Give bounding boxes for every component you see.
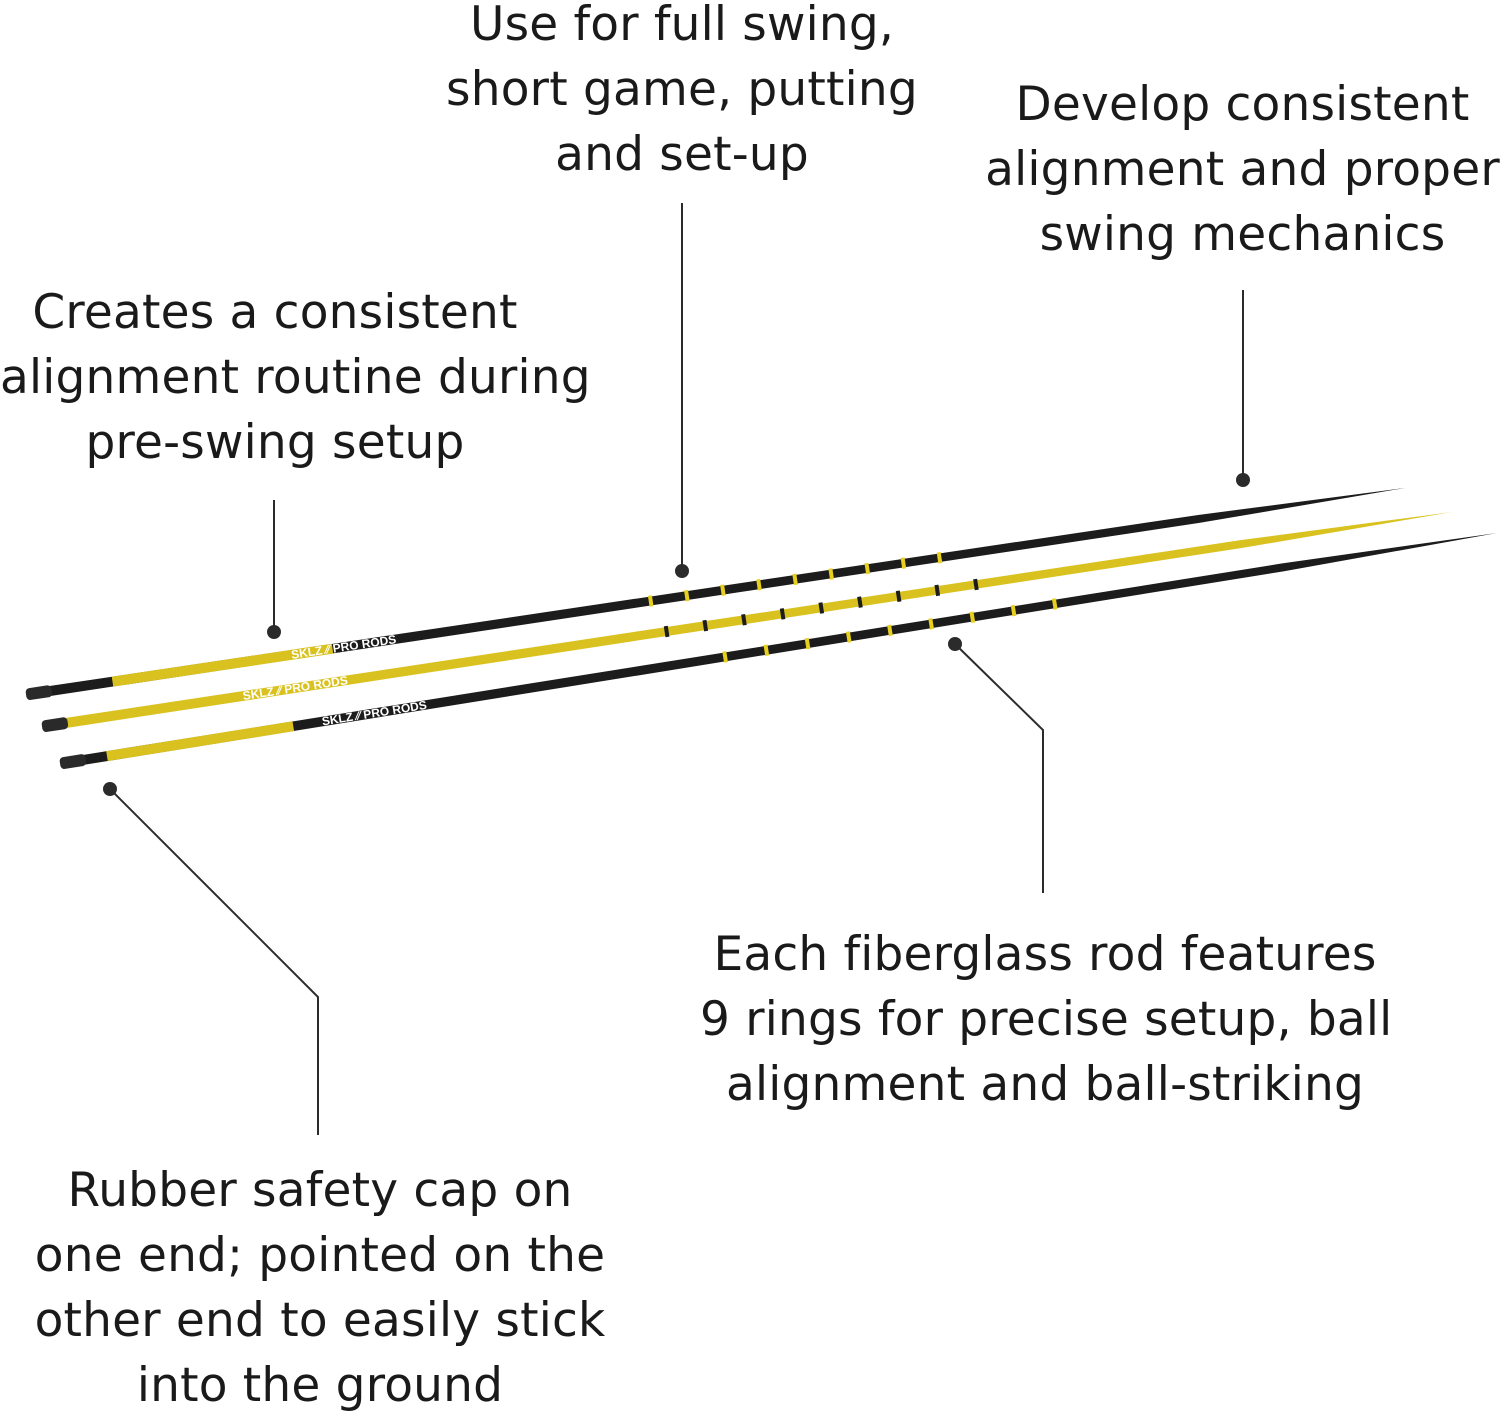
- rod-middle-body-group: SKLZ ∕∕ PRO RODS: [41, 512, 1452, 732]
- leader-cap: [103, 782, 319, 1135]
- rod-ring: [969, 611, 976, 623]
- rod-ring: [763, 644, 770, 657]
- rod-top-shaft: [29, 487, 1406, 699]
- rod-top-sleeve: [111, 643, 334, 687]
- leader-usage: [675, 203, 689, 578]
- rod-ring: [792, 573, 798, 586]
- callout-creates: Creates a consistent alignment routine d…: [0, 280, 591, 475]
- rod-ring: [900, 557, 907, 569]
- safety-cap-icon: [25, 685, 53, 700]
- rod-ring: [779, 608, 786, 620]
- callout-develop-line-2: alignment and proper: [985, 142, 1500, 197]
- safety-cap-icon: [59, 754, 87, 769]
- callout-develop-line-3: swing mechanics: [1039, 207, 1446, 262]
- callout-creates-line-3: pre-swing setup: [85, 415, 465, 470]
- callout-usage-line-2: short game, putting: [446, 62, 918, 117]
- rod-ring: [928, 618, 934, 630]
- rod-bottom-brand: SKLZ ∕∕ PRO RODS: [321, 698, 428, 729]
- rod-top: SKLZ ∕∕ PRO RODS: [25, 487, 1406, 700]
- callout-cap-line-2: one end; pointed on the: [34, 1228, 606, 1283]
- leader-creates-dot: [267, 625, 281, 639]
- leader-lines: [103, 203, 1250, 1135]
- rod-ring: [702, 619, 709, 632]
- callout-rings-line-1: Each fiberglass rod features: [713, 927, 1377, 982]
- callout-cap: Rubber safety cap on one end; pointed on…: [30, 1158, 610, 1418]
- rod-bottom-sleeve: [106, 721, 295, 762]
- callout-usage-line-3: and set-up: [555, 127, 809, 182]
- callout-usage-line-1: Use for full swing,: [469, 0, 895, 52]
- rod-ring: [720, 584, 726, 596]
- rod-ring: [1051, 598, 1058, 610]
- callout-rings: Each fiberglass rod features 9 rings for…: [700, 922, 1393, 1117]
- rod-ring: [934, 584, 941, 597]
- leader-creates: [267, 500, 281, 639]
- leader-cap-dot: [103, 782, 117, 796]
- rod-top-body-group: SKLZ ∕∕ PRO RODS: [25, 487, 1406, 700]
- rod-ring: [1010, 604, 1017, 617]
- callout-rings-line-2: 9 rings for precise setup, ball: [700, 992, 1393, 1047]
- rod-ring: [828, 568, 834, 580]
- rod-ring: [663, 625, 670, 638]
- rod-bottom-shaft: [63, 533, 1497, 768]
- callout-cap-line-1: Rubber safety cap on: [67, 1163, 573, 1218]
- callout-creates-line-2: alignment routine during: [0, 350, 591, 405]
- leader-develop-dot: [1236, 473, 1250, 487]
- rod-middle-brand: SKLZ ∕∕ PRO RODS: [242, 673, 349, 703]
- rod-ring: [845, 631, 852, 643]
- rod-ring: [741, 614, 747, 626]
- rod-ring: [864, 562, 871, 575]
- leader-rings: [948, 637, 1044, 893]
- callout-cap-line-3: other end to easily stick: [34, 1293, 606, 1348]
- leader-rings-dot: [948, 637, 962, 651]
- rod-ring: [857, 596, 863, 608]
- callout-creates-line-1: Creates a consistent: [32, 285, 518, 340]
- callout-rings-line-3: alignment and ball-striking: [725, 1057, 1365, 1112]
- callout-cap-line-4: into the ground: [136, 1358, 504, 1413]
- rod-ring: [887, 624, 893, 637]
- leader-rings-line: [954, 643, 1044, 893]
- rod-top-brand: SKLZ ∕∕ PRO RODS: [290, 632, 397, 662]
- rod-ring: [973, 578, 979, 591]
- rod-ring: [936, 552, 943, 564]
- safety-cap-icon: [41, 717, 69, 732]
- rod-ring: [818, 602, 825, 614]
- rod-middle: SKLZ ∕∕ PRO RODS: [41, 512, 1452, 732]
- leader-cap-line: [109, 788, 319, 1135]
- rod-ring: [684, 589, 690, 602]
- rod-ring: [647, 595, 654, 607]
- callout-develop: Develop consistent alignment and proper …: [985, 72, 1500, 267]
- leader-develop: [1236, 290, 1250, 487]
- rod-ring: [722, 651, 729, 663]
- rod-ring: [756, 579, 762, 591]
- leader-usage-dot: [675, 564, 689, 578]
- rod-ring: [895, 590, 902, 602]
- callout-usage: Use for full swing, short game, putting …: [440, 0, 924, 187]
- rod-ring: [804, 637, 811, 650]
- callout-develop-line-1: Develop consistent: [1015, 77, 1470, 132]
- rod-middle-shaft: [45, 512, 1452, 731]
